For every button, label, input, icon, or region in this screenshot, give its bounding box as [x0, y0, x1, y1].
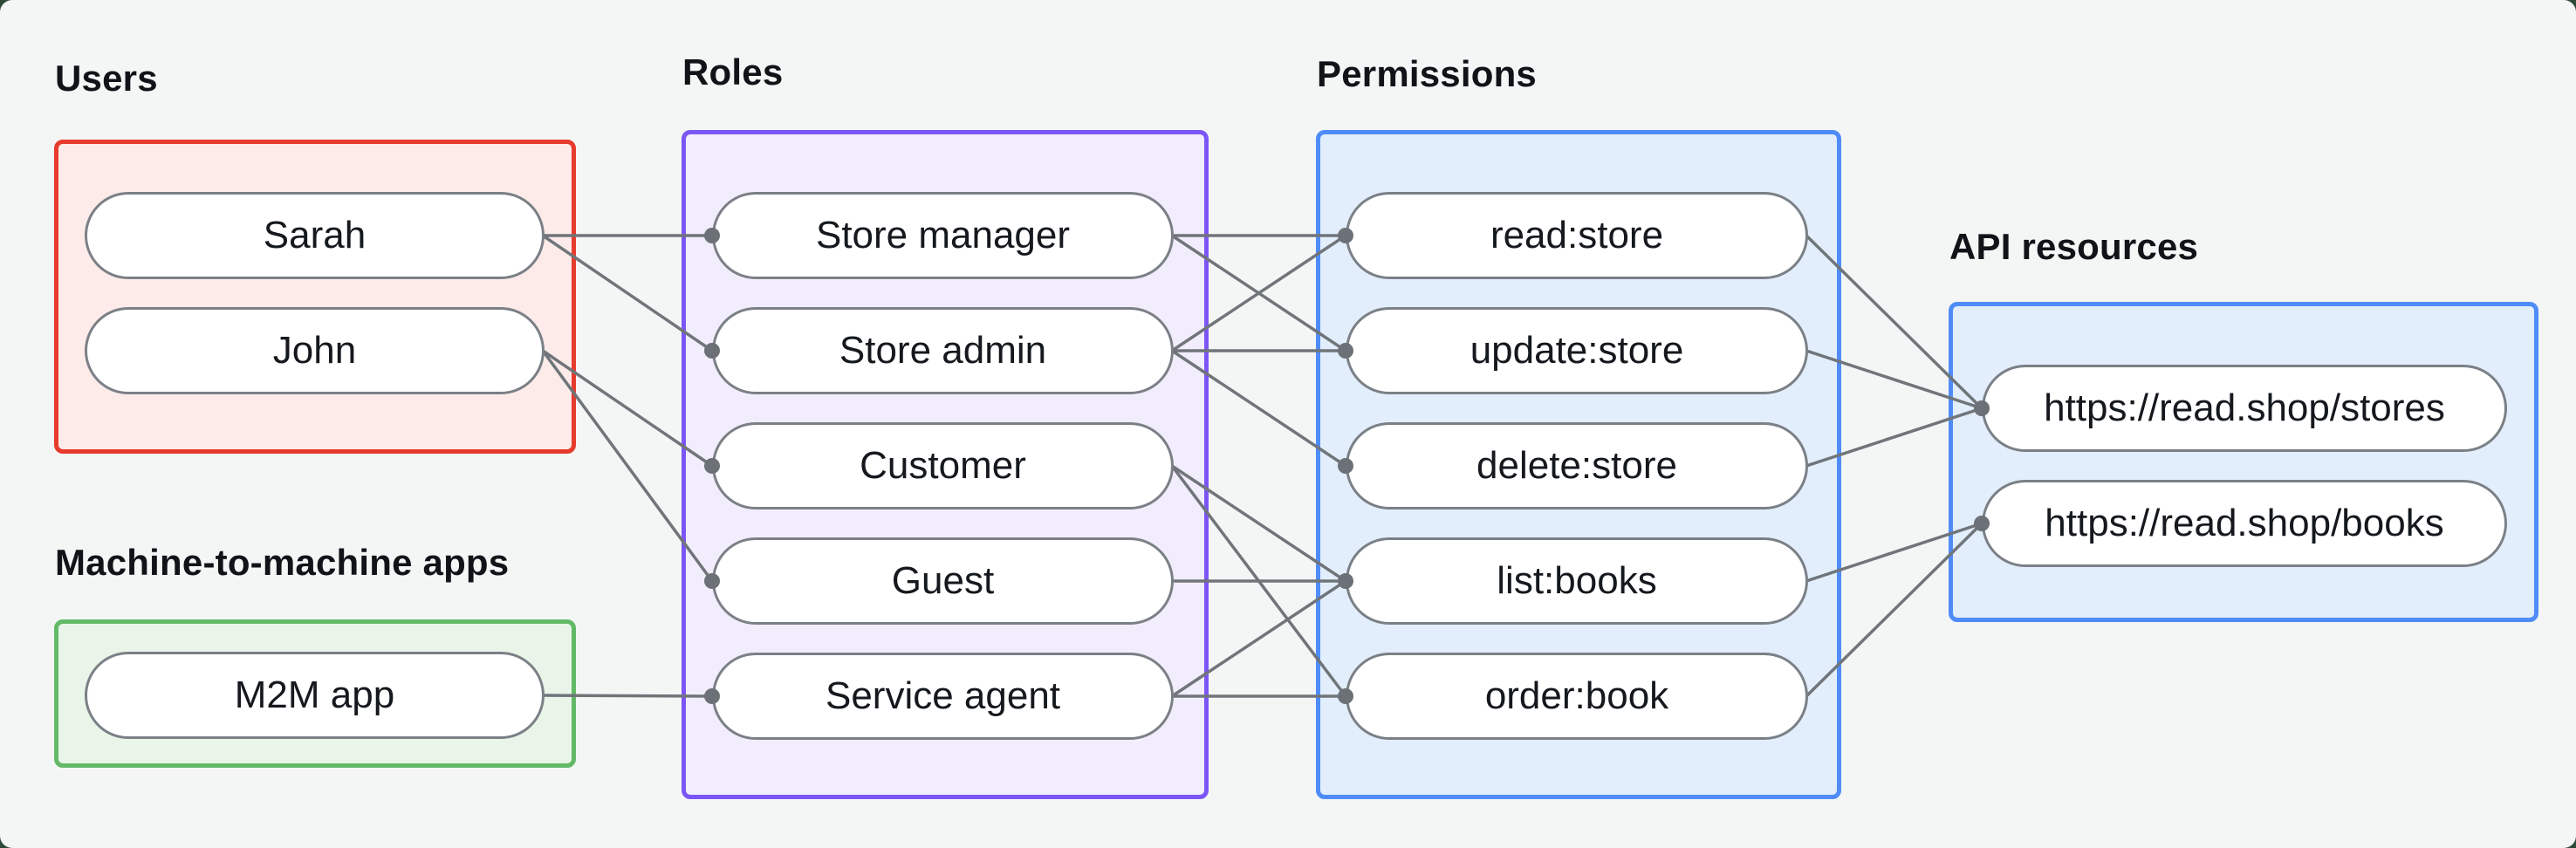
- node-pill-read-store: read:store: [1346, 192, 1808, 279]
- node-pill-stores-api: https://read.shop/stores: [1982, 365, 2507, 452]
- node-pill-list-books: list:books: [1346, 537, 1808, 625]
- group-box-api: [1949, 302, 2538, 622]
- node-pill-m2m-app: M2M app: [85, 652, 545, 739]
- node-pill-store-admin: Store admin: [712, 307, 1174, 394]
- group-label-m2m: Machine-to-machine apps: [55, 542, 510, 583]
- node-pill-sarah: Sarah: [85, 192, 545, 279]
- node-pill-store-manager: Store manager: [712, 192, 1174, 279]
- node-pill-customer: Customer: [712, 422, 1174, 509]
- group-label-roles: Roles: [682, 51, 784, 92]
- node-pill-john: John: [85, 307, 545, 394]
- node-pill-update-store: update:store: [1346, 307, 1808, 394]
- node-pill-service-agent: Service agent: [712, 653, 1174, 740]
- node-pill-books-api: https://read.shop/books: [1982, 480, 2507, 567]
- node-pill-delete-store: delete:store: [1346, 422, 1808, 509]
- group-label-api: API resources: [1949, 226, 2199, 267]
- node-pill-order-book: order:book: [1346, 653, 1808, 740]
- group-label-permissions: Permissions: [1317, 53, 1537, 94]
- group-label-users: Users: [55, 58, 158, 99]
- node-pill-guest: Guest: [712, 537, 1174, 625]
